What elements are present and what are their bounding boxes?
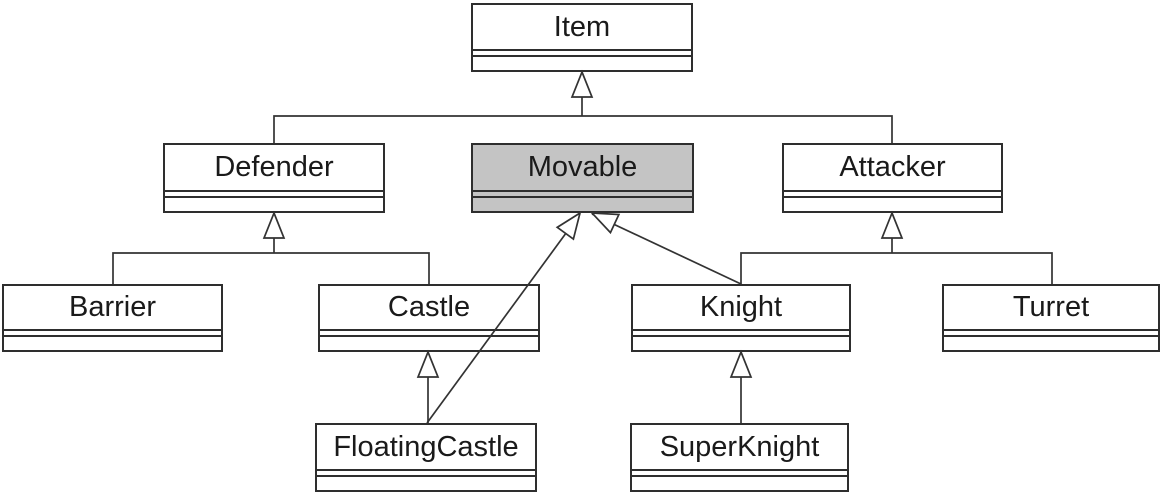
operations-compartment <box>317 477 535 490</box>
operations-compartment <box>165 198 383 211</box>
attributes-compartment <box>165 192 383 198</box>
class-name-label: Defender <box>165 145 383 192</box>
attributes-compartment <box>473 51 691 57</box>
class-name-label: Turret <box>944 286 1158 331</box>
class-box-item: Item <box>471 3 693 72</box>
attributes-compartment <box>784 192 1001 198</box>
class-name-label: Barrier <box>4 286 221 331</box>
class-box-floatingcastle: FloatingCastle <box>315 423 537 492</box>
attributes-compartment <box>632 471 847 477</box>
class-name-label: Movable <box>473 145 692 192</box>
class-box-knight: Knight <box>631 284 851 352</box>
class-box-turret: Turret <box>942 284 1160 352</box>
class-name-label: Knight <box>633 286 849 331</box>
operations-compartment <box>4 337 221 350</box>
class-box-attacker: Attacker <box>782 143 1003 213</box>
attributes-compartment <box>473 192 692 198</box>
class-box-defender: Defender <box>163 143 385 213</box>
class-name-label: Item <box>473 5 691 51</box>
class-name-label: Attacker <box>784 145 1001 192</box>
attributes-compartment <box>4 331 221 337</box>
operations-compartment <box>944 337 1158 350</box>
attributes-compartment <box>944 331 1158 337</box>
operations-compartment <box>632 477 847 490</box>
class-name-label: Castle <box>320 286 538 331</box>
class-box-movable: Movable <box>471 143 694 213</box>
class-name-label: SuperKnight <box>632 425 847 471</box>
operations-compartment <box>473 198 692 211</box>
operations-compartment <box>633 337 849 350</box>
operations-compartment <box>784 198 1001 211</box>
class-box-barrier: Barrier <box>2 284 223 352</box>
class-box-superknight: SuperKnight <box>630 423 849 492</box>
attributes-compartment <box>317 471 535 477</box>
class-name-label: FloatingCastle <box>317 425 535 471</box>
attributes-compartment <box>633 331 849 337</box>
operations-compartment <box>473 57 691 70</box>
class-box-castle: Castle <box>318 284 540 352</box>
operations-compartment <box>320 337 538 350</box>
